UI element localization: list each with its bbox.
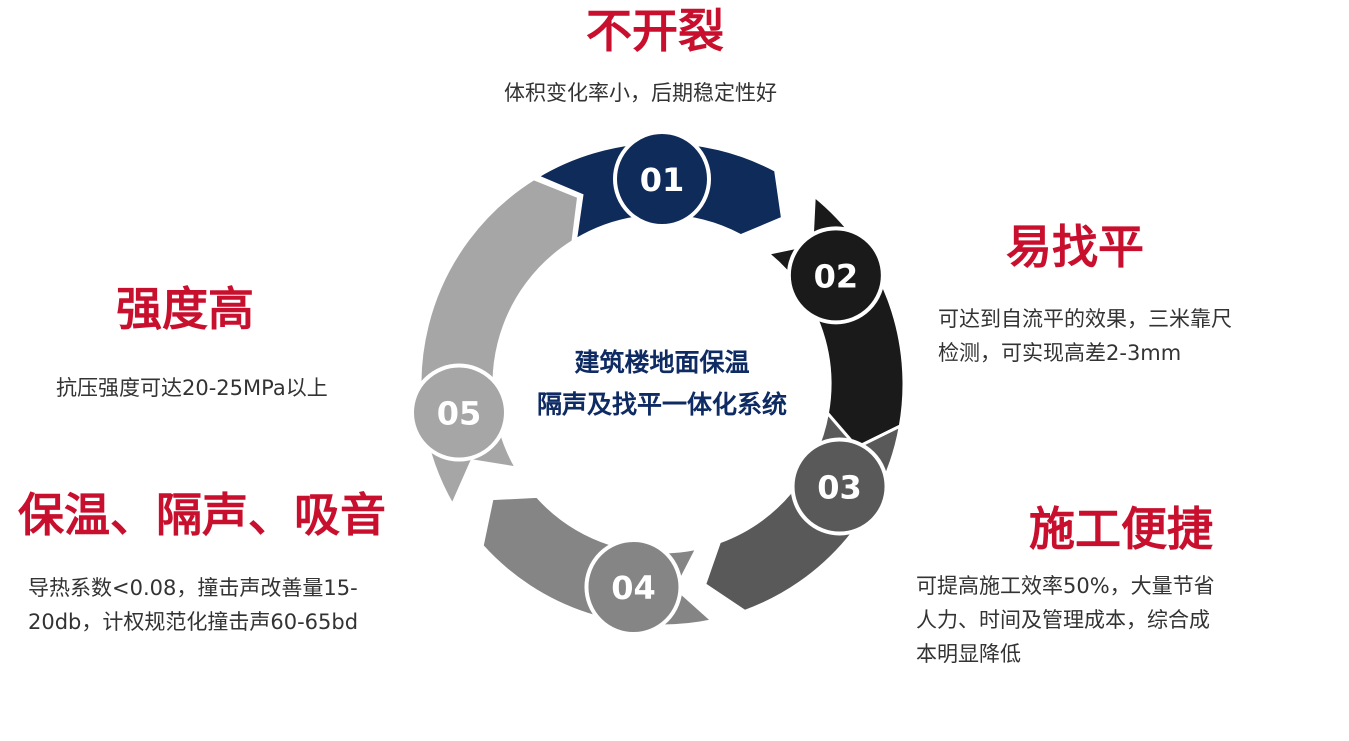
center-line-1: 建筑楼地面保温 — [574, 348, 750, 377]
feature-04-title: 保温、隔声、吸音 — [18, 488, 386, 542]
step-badge-01: 01 — [613, 130, 711, 228]
feature-03-desc: 可提高施工效率50%，大量节省 人力、时间及管理成本，综合成 本明显降低 — [916, 569, 1215, 671]
feature-05-desc: 抗压强度可达20-25MPa以上 — [56, 376, 328, 400]
feature-03-desc-line: 可提高施工效率50%，大量节省 — [916, 574, 1215, 598]
feature-02-title: 易找平 — [1006, 220, 1144, 274]
step-badge-circle — [613, 130, 711, 228]
center-line-2: 隔声及找平一体化系统 — [536, 390, 787, 419]
feature-01-desc: 体积变化率小，后期稳定性好 — [504, 81, 777, 105]
step-badge-circle — [790, 437, 889, 536]
feature-03-title: 施工便捷 — [1029, 502, 1213, 556]
step-badge-number: 04 — [611, 569, 656, 607]
feature-03-desc-line: 人力、时间及管理成本，综合成 — [916, 608, 1210, 632]
feature-04-desc-line: 导热系数<0.08，撞击声改善量15- — [28, 576, 358, 600]
step-badge-number: 02 — [814, 257, 859, 295]
feature-02-desc-line: 可达到自流平的效果，三米靠尺 — [938, 307, 1232, 331]
step-badge-circle — [786, 226, 885, 325]
feature-04-desc: 导热系数<0.08，撞击声改善量15- 20db，计权规范化撞击声60-65bd — [28, 571, 358, 639]
step-badge-circle — [409, 363, 508, 462]
feature-02-desc: 可达到自流平的效果，三米靠尺 检测，可实现高差2-3mm — [938, 302, 1232, 370]
step-badge-number: 03 — [817, 469, 862, 507]
step-badge-number: 01 — [640, 161, 685, 199]
step-badge-04: 04 — [584, 538, 683, 637]
feature-03-desc-line: 本明显降低 — [916, 642, 1021, 666]
feature-04-desc-line: 20db，计权规范化撞击声60-65bd — [28, 610, 359, 634]
step-badge-circle — [584, 538, 683, 637]
feature-02-desc-line: 检测，可实现高差2-3mm — [938, 341, 1182, 365]
center-label: 建筑楼地面保温 隔声及找平一体化系统 — [500, 342, 824, 426]
step-badge-number: 05 — [437, 395, 482, 433]
step-badge-05: 05 — [409, 363, 508, 462]
step-badge-02: 02 — [786, 226, 885, 325]
step-badge-03: 03 — [790, 437, 889, 536]
feature-01-title: 不开裂 — [586, 4, 724, 58]
feature-05-title: 强度高 — [116, 282, 254, 336]
